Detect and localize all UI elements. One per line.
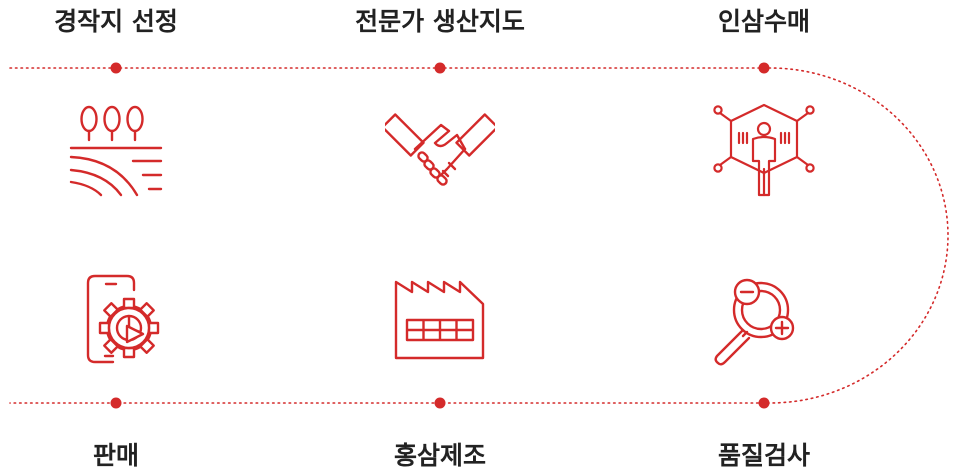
step-label-manufacture: 홍삼제조 [393,441,486,470]
phone-gear-chart-icon [86,274,160,364]
handshake-icon [385,113,495,186]
flow-node-step-2 [434,62,446,74]
flow-node-step-6 [110,397,122,409]
flow-connector [9,67,949,404]
flow-node-step-5 [434,397,446,409]
step-label-purchase: 인삼수매 [717,7,810,36]
person-network-icon [713,103,815,197]
flow-node-step-1 [110,62,122,74]
step-label-inspection: 품질검사 [717,441,810,470]
flow-node-step-3 [758,62,770,74]
factory-icon [394,280,485,360]
step-label-guidance: 전문가 생산지도 [355,7,525,36]
step-label-farmland: 경작지 선정 [54,7,178,36]
farmland-icon [69,105,163,197]
magnifier-inspection-icon [714,278,795,366]
flow-node-step-4 [758,397,770,409]
step-label-sales: 판매 [92,441,139,470]
